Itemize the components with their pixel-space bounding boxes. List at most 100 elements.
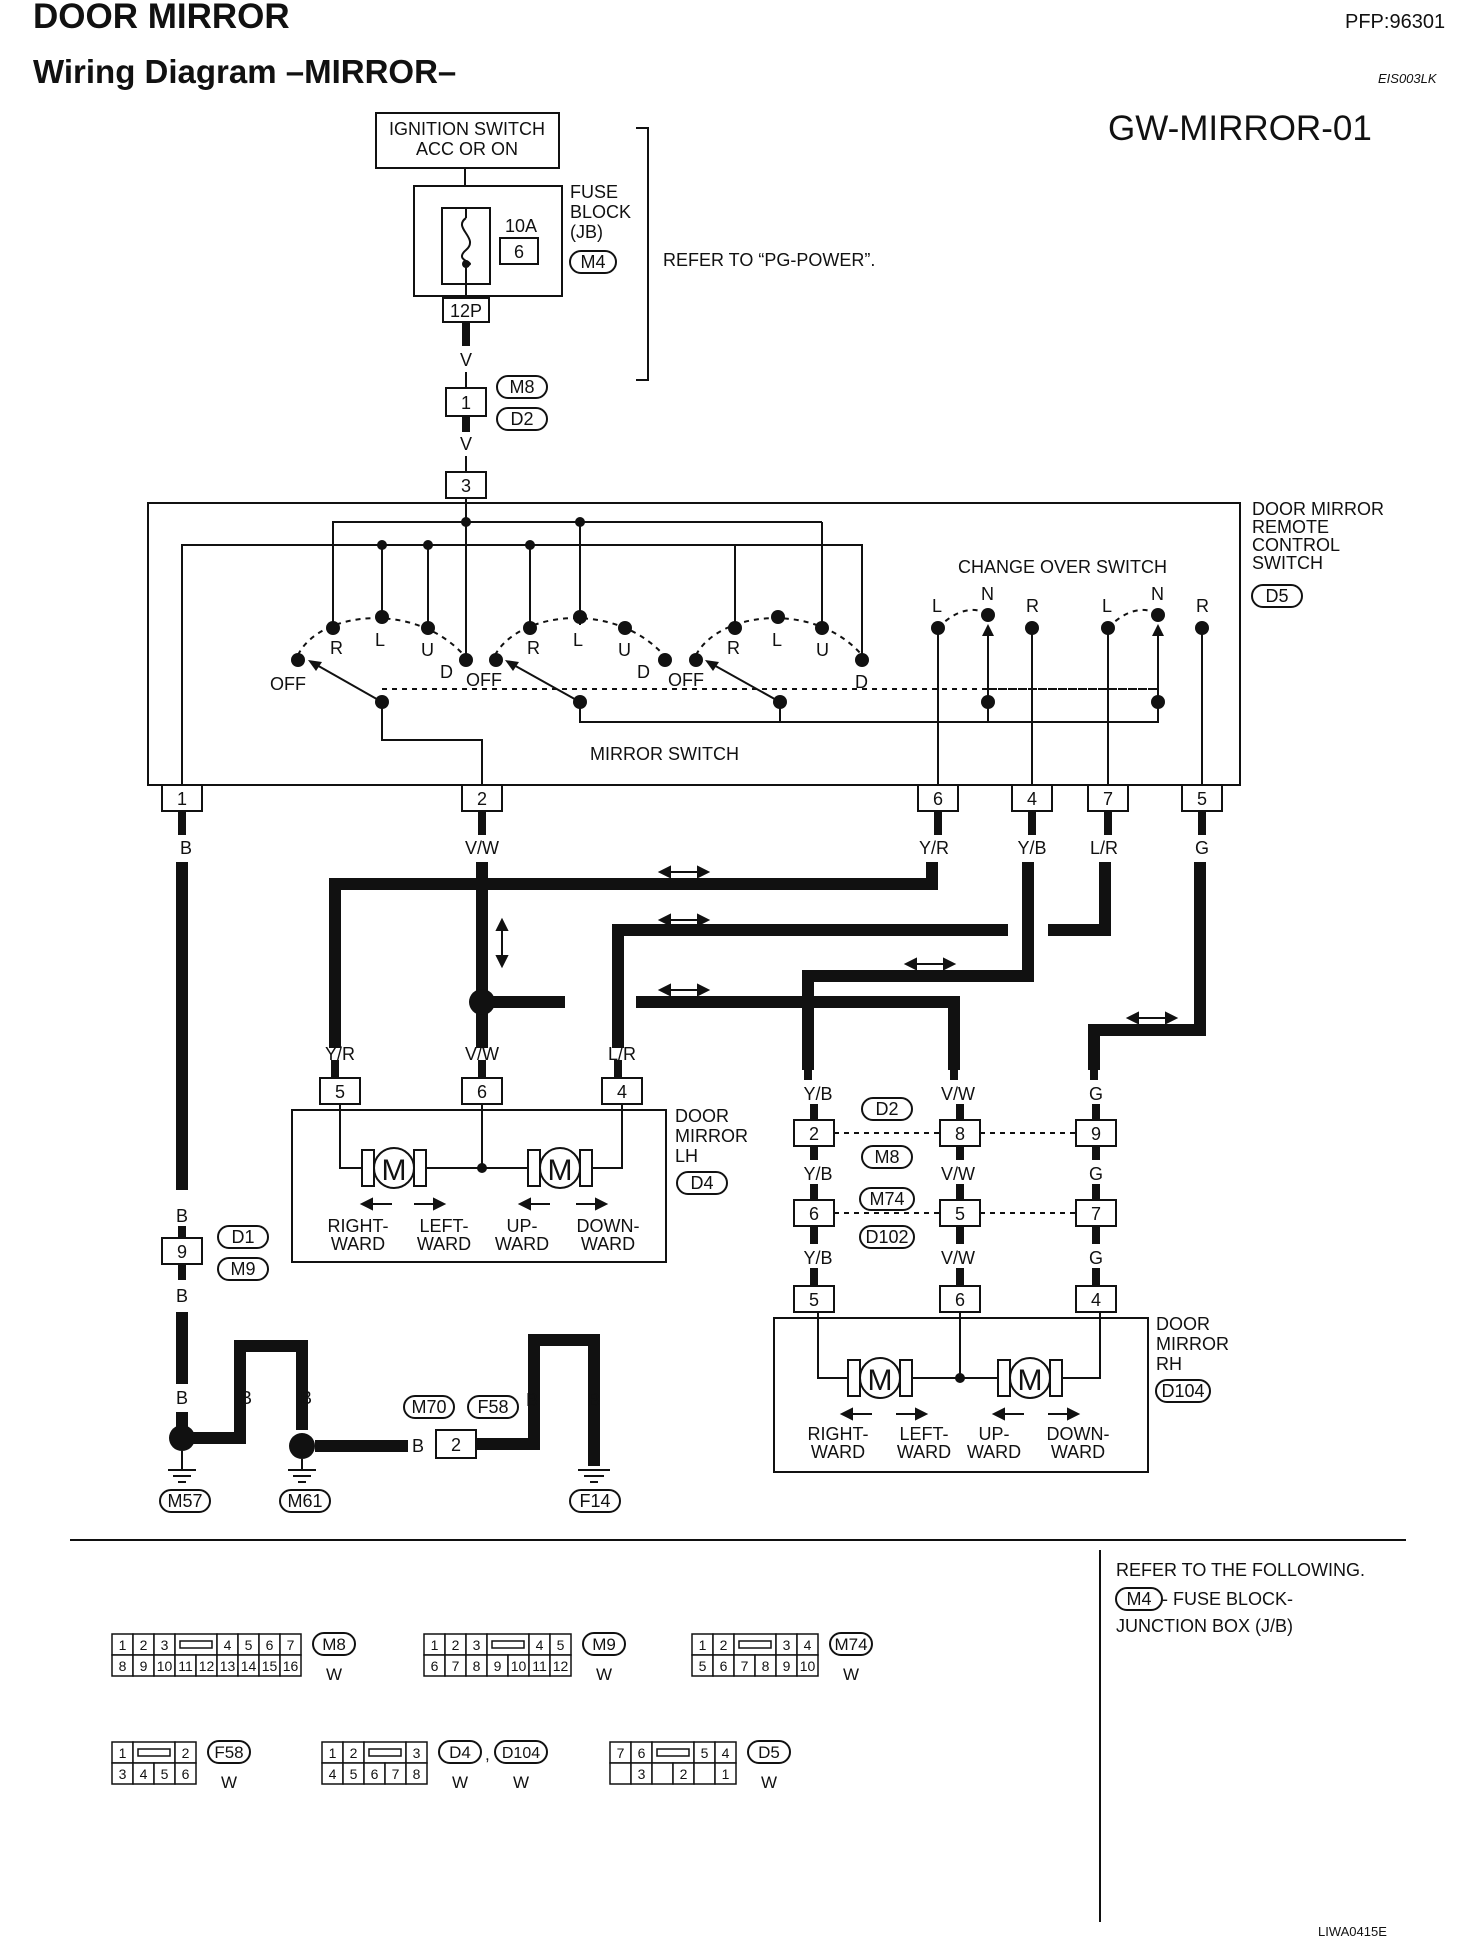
svg-text:14: 14 bbox=[241, 1658, 257, 1674]
svg-text:D104: D104 bbox=[502, 1745, 540, 1762]
svg-text:Y/B: Y/B bbox=[803, 1164, 832, 1184]
svg-text:W: W bbox=[843, 1665, 859, 1684]
svg-text:L: L bbox=[1102, 596, 1112, 616]
section-code: EIS003LK bbox=[1378, 71, 1438, 86]
svg-text:10: 10 bbox=[157, 1658, 173, 1674]
svg-text:1: 1 bbox=[699, 1637, 707, 1653]
svg-text:V/W: V/W bbox=[941, 1164, 975, 1184]
svg-text:WARD: WARD bbox=[581, 1234, 635, 1254]
switch-pin-5: 5 G bbox=[1181, 784, 1223, 858]
svg-text:4: 4 bbox=[224, 1637, 232, 1653]
svg-text:F14: F14 bbox=[579, 1491, 610, 1511]
svg-text:M9: M9 bbox=[592, 1635, 616, 1654]
svg-text:B: B bbox=[588, 1390, 600, 1410]
svg-text:7: 7 bbox=[392, 1766, 400, 1782]
svg-text:B: B bbox=[240, 1388, 252, 1408]
svg-text:6: 6 bbox=[638, 1745, 646, 1761]
svg-text:B: B bbox=[300, 1388, 312, 1408]
ground-symbol-m57: M57 bbox=[159, 1451, 211, 1513]
svg-text:5: 5 bbox=[161, 1766, 169, 1782]
svg-text:V: V bbox=[460, 350, 472, 370]
page-subtitle: Wiring Diagram –MIRROR– bbox=[33, 53, 456, 90]
harness-arrows bbox=[495, 865, 1179, 1025]
svg-text:M8: M8 bbox=[874, 1147, 899, 1167]
svg-text:W: W bbox=[513, 1773, 529, 1792]
svg-text:1: 1 bbox=[329, 1745, 337, 1761]
svg-text:4: 4 bbox=[329, 1766, 337, 1782]
svg-text:D1: D1 bbox=[231, 1227, 254, 1247]
svg-text:OFF: OFF bbox=[466, 670, 502, 690]
svg-text:W: W bbox=[326, 1665, 342, 1684]
svg-text:5: 5 bbox=[350, 1766, 358, 1782]
svg-text:U: U bbox=[421, 640, 434, 660]
svg-text:M: M bbox=[1018, 1364, 1043, 1397]
svg-text:2: 2 bbox=[720, 1637, 728, 1653]
joint-conn-m8: M8 bbox=[509, 377, 534, 397]
svg-text:WARD: WARD bbox=[331, 1234, 385, 1254]
svg-text:L: L bbox=[932, 596, 942, 616]
svg-text:B: B bbox=[176, 1388, 188, 1408]
svg-text:N: N bbox=[1151, 584, 1164, 604]
svg-text:WARD: WARD bbox=[1051, 1442, 1105, 1462]
svg-text:8: 8 bbox=[473, 1658, 481, 1674]
svg-text:L/R: L/R bbox=[608, 1044, 636, 1064]
svg-text:R: R bbox=[1026, 596, 1039, 616]
svg-text:B: B bbox=[526, 1390, 538, 1410]
svg-text:G: G bbox=[1089, 1164, 1103, 1184]
svg-text:Y/R: Y/R bbox=[325, 1044, 355, 1064]
pg-power-bracket bbox=[636, 127, 649, 381]
svg-text:WARD: WARD bbox=[495, 1234, 549, 1254]
svg-text:9: 9 bbox=[140, 1658, 148, 1674]
svg-text:G: G bbox=[1195, 838, 1209, 858]
svg-text:D5: D5 bbox=[758, 1743, 780, 1762]
svg-text:3: 3 bbox=[161, 1637, 169, 1653]
svg-text:16: 16 bbox=[283, 1658, 299, 1674]
svg-text:DOOR: DOOR bbox=[1156, 1314, 1210, 1334]
refer-line-3: JUNCTION BOX (J/B) bbox=[1116, 1616, 1293, 1636]
svg-text:R: R bbox=[330, 638, 343, 658]
svg-text:3: 3 bbox=[638, 1766, 646, 1782]
fuse-pin-label: 12P bbox=[450, 301, 482, 321]
svg-text:9: 9 bbox=[1091, 1124, 1101, 1144]
svg-text:D: D bbox=[855, 672, 868, 692]
ignition-switch-box bbox=[375, 112, 560, 169]
svg-text:D: D bbox=[440, 662, 453, 682]
svg-text:U: U bbox=[618, 640, 631, 660]
svg-text:8: 8 bbox=[119, 1658, 127, 1674]
svg-text:F58: F58 bbox=[477, 1397, 508, 1417]
switch-input-pin: 3 bbox=[461, 476, 471, 496]
svg-text:DOWN-: DOWN- bbox=[577, 1216, 640, 1236]
svg-text:OFF: OFF bbox=[668, 670, 704, 690]
svg-text:1: 1 bbox=[722, 1766, 730, 1782]
joint-pin-1: 1 bbox=[461, 393, 471, 413]
svg-text:5: 5 bbox=[335, 1082, 345, 1102]
svg-text:2: 2 bbox=[140, 1637, 148, 1653]
ignition-mode-label: ACC OR ON bbox=[416, 139, 518, 159]
svg-text:4: 4 bbox=[140, 1766, 148, 1782]
rh-motor-horizontal: M bbox=[847, 1357, 913, 1399]
svg-text:R: R bbox=[727, 638, 740, 658]
refer-line-2: - FUSE BLOCK- bbox=[1162, 1589, 1293, 1609]
remote-control-switch-box bbox=[147, 502, 1241, 786]
svg-text:M74: M74 bbox=[869, 1189, 904, 1209]
svg-text:7: 7 bbox=[741, 1658, 749, 1674]
svg-text:OFF: OFF bbox=[270, 674, 306, 694]
pg-power-reference: REFER TO “PG-POWER”. bbox=[663, 250, 875, 270]
mirror-rh-connector: D104 bbox=[1161, 1381, 1204, 1401]
ground-inline-pin: 2 bbox=[451, 1435, 461, 1455]
svg-text:7: 7 bbox=[287, 1637, 295, 1653]
switch-pin-4: 4 Y/B bbox=[1011, 784, 1053, 858]
svg-text:5: 5 bbox=[1197, 789, 1207, 809]
svg-text:M: M bbox=[548, 1154, 573, 1187]
svg-text:6: 6 bbox=[933, 789, 943, 809]
diagram-id: GW-MIRROR-01 bbox=[1108, 109, 1372, 148]
svg-text:M: M bbox=[382, 1154, 407, 1187]
svg-text:3: 3 bbox=[783, 1637, 791, 1653]
svg-text:5: 5 bbox=[701, 1745, 709, 1761]
svg-text:L: L bbox=[573, 630, 583, 650]
svg-text:LEFT-: LEFT- bbox=[419, 1216, 468, 1236]
svg-text:11: 11 bbox=[532, 1658, 547, 1674]
svg-text:15: 15 bbox=[262, 1658, 278, 1674]
joint-conn-d2: D2 bbox=[510, 409, 533, 429]
